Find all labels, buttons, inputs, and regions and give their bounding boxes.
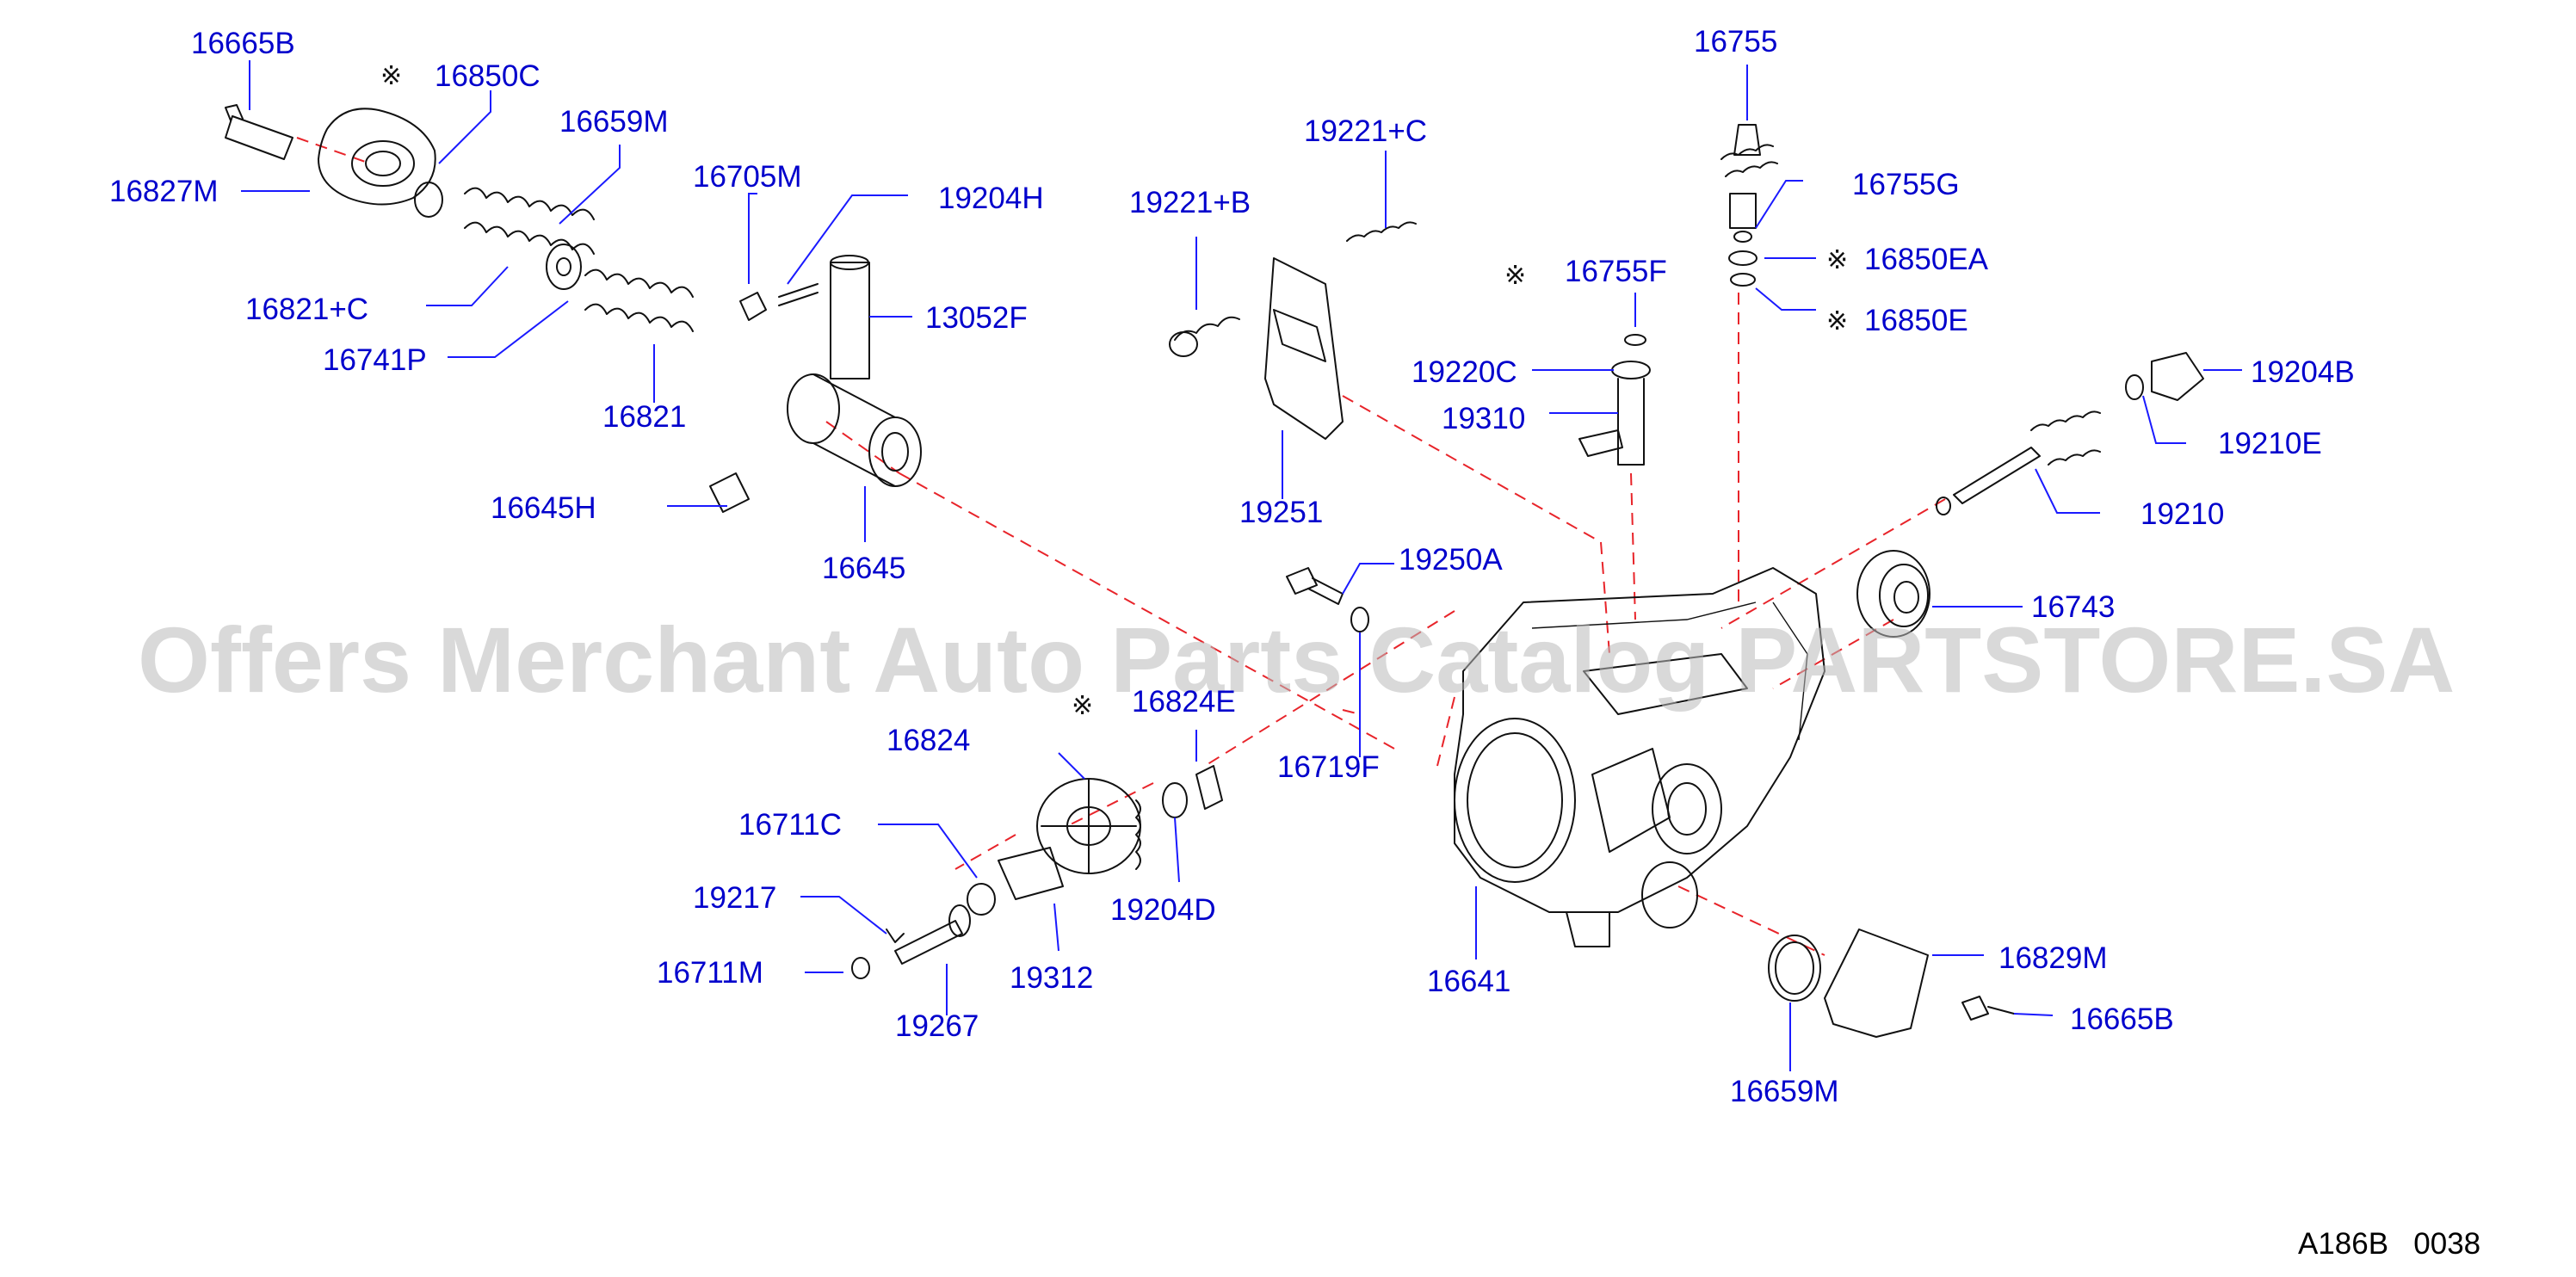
note-mark-16850E: ※ bbox=[1826, 306, 1848, 336]
leader-lines bbox=[241, 60, 2242, 1071]
callout-16824[interactable]: 16824 bbox=[886, 724, 970, 757]
note-mark-16824E: ※ bbox=[1072, 691, 1093, 721]
pin-parts bbox=[739, 255, 870, 379]
callout-16645H[interactable]: 16645H bbox=[491, 491, 596, 525]
part-callouts: 16665B 16850C 16827M 16659M 16821+C 1674… bbox=[109, 25, 2355, 1108]
part-drawings bbox=[225, 104, 2204, 1038]
callout-19267[interactable]: 19267 bbox=[895, 1009, 979, 1043]
callout-16824E[interactable]: 16824E bbox=[1132, 685, 1236, 719]
note-mark-16755F: ※ bbox=[1504, 261, 1526, 291]
spring-assembly bbox=[464, 187, 694, 332]
callout-16755F[interactable]: 16755F bbox=[1565, 255, 1667, 288]
callout-16659M-top[interactable]: 16659M bbox=[559, 105, 668, 139]
callout-16665B-bottom[interactable]: 16665B bbox=[2070, 1002, 2174, 1036]
callout-16645[interactable]: 16645 bbox=[822, 552, 905, 585]
callout-16821[interactable]: 16821 bbox=[602, 400, 686, 434]
sleeve-16645 bbox=[709, 373, 922, 513]
callout-16659M-bottom[interactable]: 16659M bbox=[1730, 1075, 1838, 1108]
callout-16719F[interactable]: 16719F bbox=[1277, 750, 1380, 784]
callout-19312[interactable]: 19312 bbox=[1010, 961, 1093, 995]
callout-19210[interactable]: 19210 bbox=[2140, 497, 2224, 531]
callout-16705M[interactable]: 16705M bbox=[693, 160, 801, 194]
bolt-19250A bbox=[1286, 567, 1369, 632]
seal-16743 bbox=[1856, 550, 1930, 638]
assembly-lines bbox=[296, 137, 1946, 956]
diagram-code: A186B 0038 bbox=[2298, 1227, 2480, 1261]
lever-19251 bbox=[1169, 221, 1417, 440]
callout-16829M[interactable]: 16829M bbox=[1998, 941, 2107, 975]
note-mark-16850EA: ※ bbox=[1826, 245, 1848, 275]
governor-16824 bbox=[998, 765, 1223, 900]
pump-body-16641 bbox=[1454, 567, 1825, 947]
callout-19310[interactable]: 19310 bbox=[1442, 402, 1525, 435]
note-mark-16850C: ※ bbox=[380, 61, 402, 91]
callout-19221B[interactable]: 19221+B bbox=[1129, 186, 1251, 219]
callout-19204H[interactable]: 19204H bbox=[938, 182, 1044, 215]
callout-19217[interactable]: 19217 bbox=[693, 881, 776, 915]
callout-19251[interactable]: 19251 bbox=[1239, 496, 1323, 529]
shaft-19267 bbox=[851, 883, 996, 979]
cover-16829M bbox=[1768, 928, 2015, 1038]
callout-16641[interactable]: 16641 bbox=[1427, 965, 1510, 998]
callout-16850E[interactable]: 16850E bbox=[1864, 304, 1968, 337]
callout-16755G[interactable]: 16755G bbox=[1852, 168, 1960, 201]
callout-19204B[interactable]: 19204B bbox=[2251, 355, 2355, 389]
valve-16755 bbox=[1720, 124, 1778, 287]
watermark-text: Offers Merchant Auto Parts Catalog PARTS… bbox=[138, 608, 2455, 712]
cover-plate-16827M bbox=[225, 104, 443, 218]
callout-16827M[interactable]: 16827M bbox=[109, 175, 218, 208]
callout-13052F[interactable]: 13052F bbox=[925, 301, 1028, 335]
callout-19220C[interactable]: 19220C bbox=[1412, 355, 1517, 389]
callout-16850EA[interactable]: 16850EA bbox=[1864, 243, 1989, 276]
shaft-19210 bbox=[1936, 352, 2204, 515]
callout-16743[interactable]: 16743 bbox=[2031, 590, 2115, 624]
callout-16821C[interactable]: 16821+C bbox=[245, 293, 368, 326]
callout-19250A[interactable]: 19250A bbox=[1399, 543, 1503, 577]
plunger-19310 bbox=[1578, 334, 1651, 466]
callout-16711M[interactable]: 16711M bbox=[657, 956, 763, 990]
callout-19210E[interactable]: 19210E bbox=[2218, 427, 2322, 460]
callout-19221C[interactable]: 19221+C bbox=[1304, 114, 1427, 148]
callout-16850C[interactable]: 16850C bbox=[435, 59, 541, 93]
callout-16711C[interactable]: 16711C bbox=[738, 808, 842, 842]
callout-16755[interactable]: 16755 bbox=[1694, 25, 1777, 59]
callout-16741P[interactable]: 16741P bbox=[323, 343, 427, 377]
callout-19204D[interactable]: 19204D bbox=[1110, 893, 1216, 927]
callout-16665B-top[interactable]: 16665B bbox=[191, 27, 295, 60]
note-marks: ※ ※ ※ ※ ※ bbox=[380, 61, 1848, 721]
